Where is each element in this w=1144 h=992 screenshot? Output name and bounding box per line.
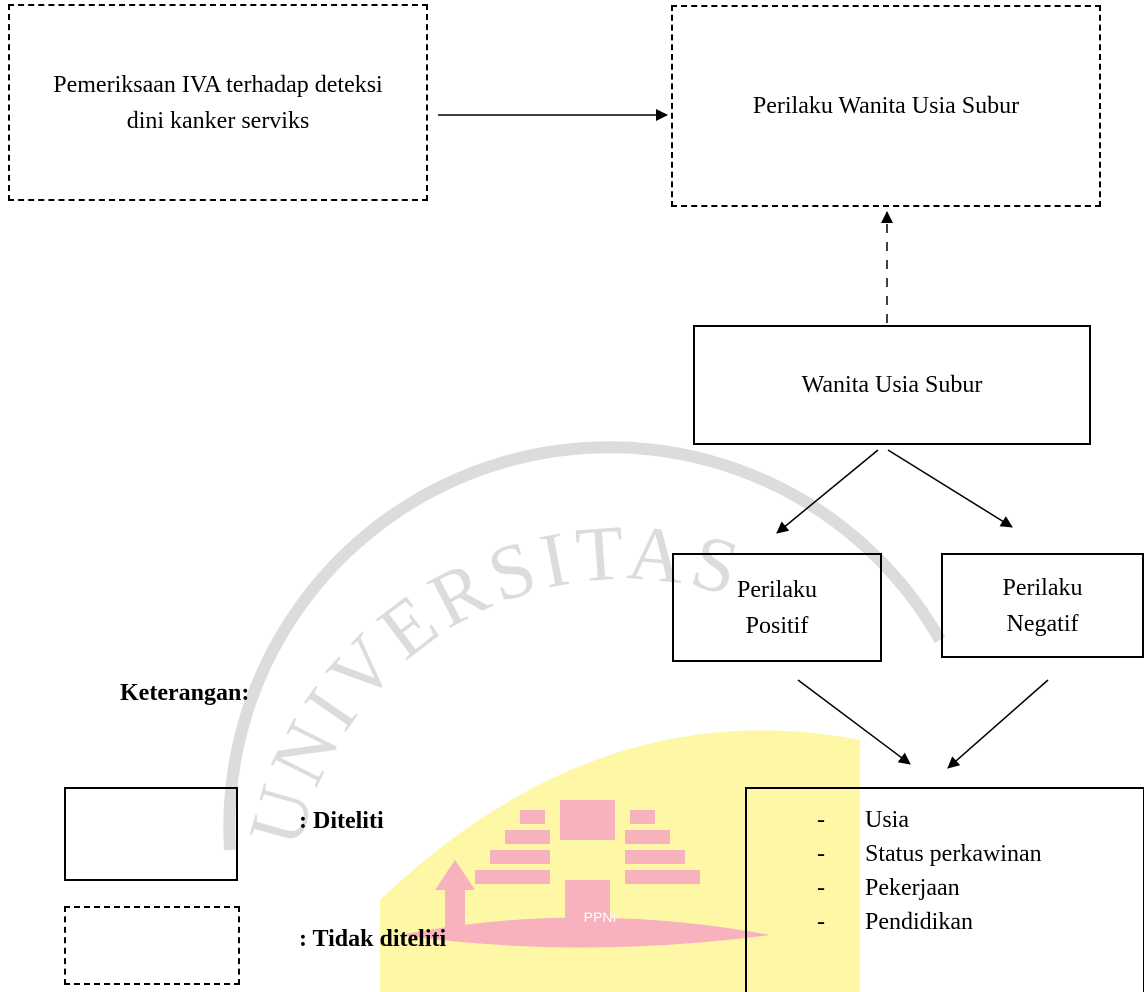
legend-diteliti-label: : Diteliti xyxy=(299,808,384,834)
factor-item: - Usia xyxy=(747,803,1143,837)
legend-tidak-diteliti-label: : Tidak diteliti xyxy=(299,926,447,952)
legend-solid-box xyxy=(64,787,238,881)
arrow-positif-to-factors xyxy=(797,679,911,765)
box-perilaku-wanita-usia-subur-label: Perilaku Wanita Usia Subur xyxy=(752,93,1020,119)
box-perilaku-negatif: Perilaku Negatif xyxy=(941,553,1144,658)
legend-dashed-box xyxy=(64,906,240,985)
box-wanita-usia-subur-label: Wanita Usia Subur xyxy=(801,372,983,398)
factor-bullet: - xyxy=(817,841,825,867)
arrow-wus-to-positif xyxy=(776,449,879,534)
factor-bullet: - xyxy=(817,909,825,935)
watermark-emblem xyxy=(400,800,770,948)
box-perilaku-positif-label: Perilaku Positif xyxy=(737,576,817,639)
factor-bullet: - xyxy=(817,807,825,833)
box-perilaku-positif: Perilaku Positif xyxy=(672,553,882,662)
box-wanita-usia-subur: Wanita Usia Subur xyxy=(693,325,1091,445)
legend-title: Keterangan: xyxy=(120,680,250,706)
arrow-wus-to-negatif xyxy=(887,449,1013,528)
arrow-negatif-to-factors xyxy=(947,679,1049,769)
factor-item: - Pendidikan xyxy=(747,905,1143,939)
box-factors-list: - Usia - Status perkawinan - Pekerjaan - Pen… xyxy=(745,787,1144,992)
watermark-outer-arc xyxy=(223,441,946,851)
box-perilaku-wanita-usia-subur: Perilaku Wanita Usia Subur xyxy=(671,5,1101,207)
factor-label: Usia xyxy=(865,807,909,833)
factor-label: Pekerjaan xyxy=(865,875,960,901)
watermark-emblem-text: PPNI xyxy=(584,909,617,925)
factor-item: - Status perkawinan xyxy=(747,837,1143,871)
box-pemeriksaan-iva-label: Pemeriksaan IVA terhadap deteksi dini ka… xyxy=(53,71,383,134)
box-pemeriksaan-iva: Pemeriksaan IVA terhadap deteksi dini ka… xyxy=(8,4,428,201)
box-perilaku-negatif-label: Perilaku Negatif xyxy=(1002,574,1083,637)
factor-item: - Pekerjaan xyxy=(747,871,1143,905)
factor-label: Pendidikan xyxy=(865,909,973,935)
factor-bullet: - xyxy=(817,875,825,901)
factor-label: Status perkawinan xyxy=(865,841,1042,867)
